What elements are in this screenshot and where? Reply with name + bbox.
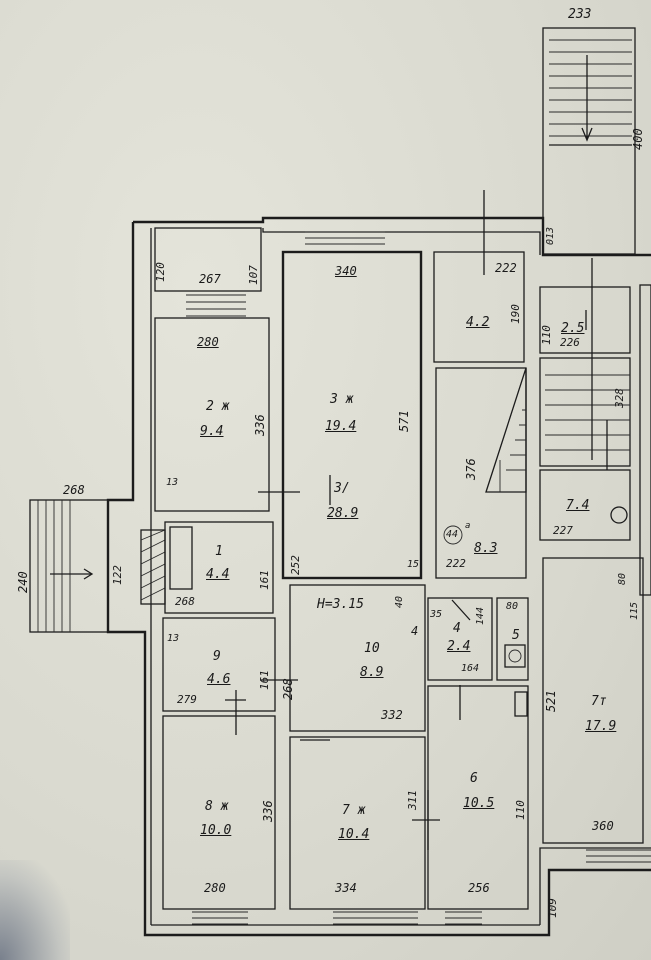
dim-336-bottom: 336 xyxy=(261,800,275,822)
dim-4: 4 xyxy=(411,624,419,638)
room-4-number: 4 xyxy=(453,621,461,636)
dim-161-b: 161 xyxy=(258,670,271,690)
room-7-number: 7 ж xyxy=(342,803,366,818)
room-3-area: 19.4 xyxy=(325,419,357,434)
dim-222-mid: 222 xyxy=(446,557,466,570)
outer-wall-top xyxy=(133,216,651,257)
room-1-number: 1 xyxy=(215,544,223,559)
room-9-number: 9 xyxy=(213,649,221,664)
dim-161-a: 161 xyxy=(258,570,271,590)
dim-115: 115 xyxy=(629,601,640,620)
room-7-4-area: 7.4 xyxy=(566,498,590,513)
room-4-2-area: 4.2 xyxy=(466,315,490,330)
dim-571: 571 xyxy=(397,410,411,432)
dim-109: 109 xyxy=(546,898,559,918)
dim-110-bottom: 110 xyxy=(514,800,527,820)
ceiling-height: Н=3.15 xyxy=(317,597,364,612)
dim-256: 256 xyxy=(468,881,490,895)
stair-left-entrance xyxy=(29,499,166,633)
dim-334: 334 xyxy=(335,881,357,895)
dim-336-top: 336 xyxy=(253,414,267,436)
dim-120: 120 xyxy=(154,262,167,282)
room-10-area: 8.9 xyxy=(360,665,384,680)
room-44a-superscript: а xyxy=(465,521,471,531)
dim-280-top: 280 xyxy=(197,335,219,349)
dim-279: 279 xyxy=(177,693,197,706)
dim-190: 190 xyxy=(509,304,522,324)
room-7t-area: 17.9 xyxy=(585,719,617,734)
dim-360: 360 xyxy=(592,819,614,833)
dim-226: 226 xyxy=(560,336,580,349)
dim-107-a: 107 xyxy=(247,265,260,285)
dim-122: 122 xyxy=(111,565,124,585)
room-8-area: 10.0 xyxy=(200,823,232,838)
dim-13-a: 13 xyxy=(166,477,179,488)
dim-521: 521 xyxy=(544,690,558,712)
room-2-number: 2 ж xyxy=(206,399,230,414)
dim-252: 252 xyxy=(289,555,302,575)
dim-222-top: 222 xyxy=(495,261,517,275)
dim-233: 233 xyxy=(568,7,592,22)
dim-227: 227 xyxy=(553,524,573,537)
dim-164: 164 xyxy=(461,663,480,674)
room-7t-number: 7т xyxy=(591,694,607,709)
photo-shadow xyxy=(0,860,70,960)
dim-110-top: 110 xyxy=(540,325,553,345)
dim-80-b: 80 xyxy=(617,572,628,585)
room-3-sub-number: 3/ xyxy=(334,481,350,496)
dim-144: 144 xyxy=(475,606,486,625)
dim-40: 40 xyxy=(394,595,405,608)
dim-328: 328 xyxy=(613,388,626,408)
room-3-sub-area: 28.9 xyxy=(327,506,359,521)
dim-332: 332 xyxy=(381,708,403,722)
dim-13-b: 13 xyxy=(167,633,180,644)
room-8-number: 8 ж xyxy=(205,799,229,814)
room-10-number: 10 xyxy=(364,641,380,656)
dim-376: 376 xyxy=(464,458,478,480)
room-3-number: 3 ж xyxy=(330,392,354,407)
room-9-area: 4.6 xyxy=(207,672,231,687)
dim-267: 267 xyxy=(199,272,221,286)
dim-311: 311 xyxy=(406,790,419,810)
dim-240: 240 xyxy=(16,571,30,593)
room-4-area: 2.4 xyxy=(447,639,471,654)
room-2-area: 9.4 xyxy=(200,424,224,439)
room-44a-number: 44 xyxy=(446,529,459,540)
room-5-number: 5 xyxy=(512,628,520,643)
dim-268-c: 268 xyxy=(281,678,295,700)
dim-80-a: 80 xyxy=(506,601,519,612)
room-7-area: 10.4 xyxy=(338,827,370,842)
room-6-number: 6 xyxy=(470,771,478,786)
dim-268-b: 268 xyxy=(175,595,195,608)
room-1-area: 4.4 xyxy=(206,567,230,582)
dim-268-top: 268 xyxy=(63,483,85,497)
room-8-3-area: 8.3 xyxy=(474,541,498,556)
outer-wall xyxy=(106,222,651,937)
dim-280-bottom: 280 xyxy=(204,881,226,895)
dim-35: 35 xyxy=(430,609,443,620)
dim-15: 15 xyxy=(407,559,420,570)
room-6-area: 10.5 xyxy=(463,796,495,811)
stair-top-right xyxy=(542,27,636,255)
dim-013: 013 xyxy=(545,226,556,245)
dim-340: 340 xyxy=(335,264,357,278)
dim-400: 400 xyxy=(631,128,645,150)
room-2-5-area: 2.5 xyxy=(561,321,585,336)
